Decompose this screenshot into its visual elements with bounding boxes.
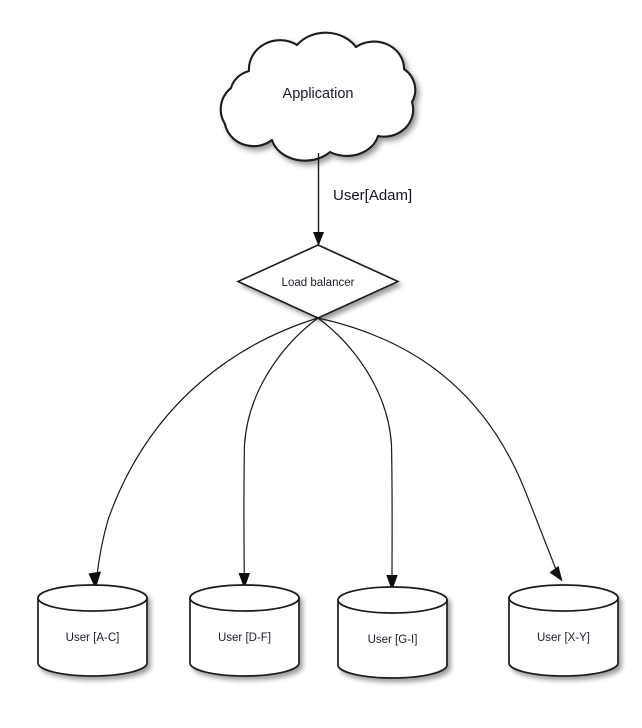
node-shard-1[interactable]: User [A-C] — [37, 584, 148, 677]
edge-application-to-load-balancer: User[Adam] — [313, 153, 412, 246]
cloud-shape — [219, 31, 417, 162]
edge-label-user-adam: User[Adam] — [333, 187, 412, 204]
cylinder-shape-3 — [337, 586, 448, 679]
node-application[interactable]: Application — [219, 31, 417, 162]
cylinder-shape-4 — [508, 584, 619, 677]
edge-load-balancer-to-shard-3 — [317, 317, 398, 591]
edge-load-balancer-to-shard-1 — [88, 317, 319, 589]
edge-curve-shard-1 — [95, 317, 319, 580]
arrowhead-shard-2 — [238, 573, 250, 589]
application-label: Application — [283, 86, 354, 102]
node-shard-2[interactable]: User [D-F] — [189, 584, 300, 677]
cylinder-shape-2 — [189, 584, 300, 677]
shard-1-label: User [A-C] — [66, 632, 120, 644]
shard-4-label: User [X-Y] — [537, 632, 590, 644]
arrowhead-shard-3 — [386, 575, 398, 591]
arrowhead-to-load-balancer — [313, 232, 324, 246]
cylinder-shape-1 — [37, 584, 148, 677]
edge-curve-shard-2 — [243, 317, 319, 580]
arrowhead-shard-4 — [549, 566, 563, 582]
node-shard-4[interactable]: User [X-Y] — [508, 584, 619, 677]
shard-2-label: User [D-F] — [218, 632, 271, 644]
load-balancer-label: Load balancer — [282, 277, 355, 289]
arrowhead-shard-1 — [88, 571, 101, 589]
edge-load-balancer-to-shard-4 — [317, 317, 563, 582]
edge-curve-shard-4 — [317, 317, 558, 573]
node-shard-3[interactable]: User [G-I] — [337, 586, 448, 679]
edge-load-balancer-to-shard-2 — [238, 317, 319, 589]
shard-3-label: User [G-I] — [368, 634, 418, 646]
edge-curve-shard-3 — [317, 317, 393, 582]
node-load-balancer[interactable]: Load balancer — [236, 244, 400, 319]
